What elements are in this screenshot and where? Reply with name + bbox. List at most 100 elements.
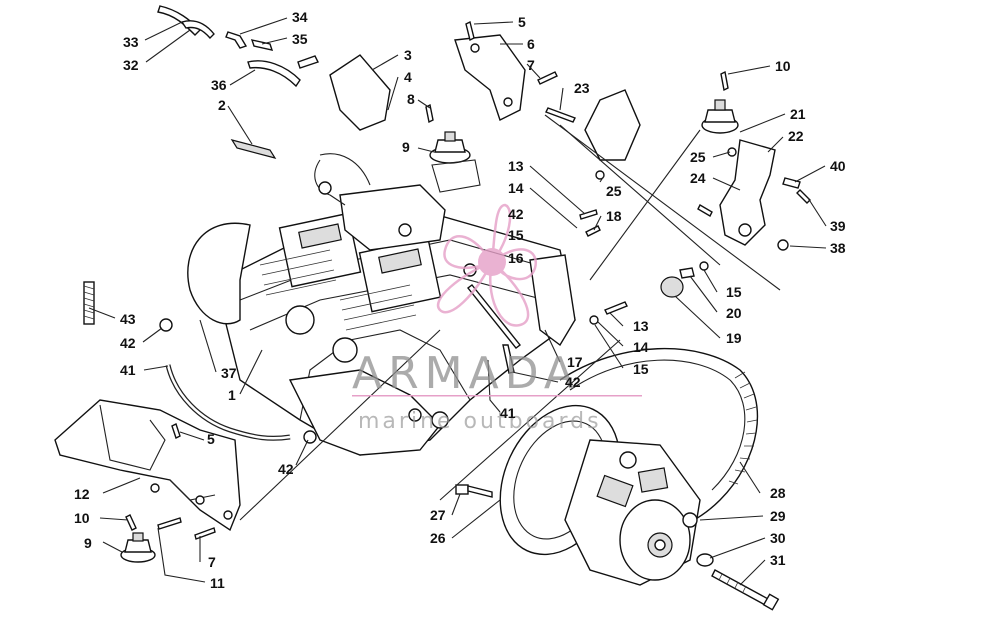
callout-label: 36	[211, 77, 227, 93]
callout-label: 13	[508, 158, 524, 174]
callout-label: 34	[292, 9, 308, 25]
callout-label: 9	[84, 535, 92, 551]
front-mount-plate	[54, 399, 241, 532]
callout-label: 39	[830, 218, 846, 234]
nut-38	[777, 239, 789, 251]
callout-label: 37	[221, 365, 237, 381]
callout-label: 16	[508, 250, 524, 266]
callout-label: 42	[508, 206, 524, 222]
callout-label: 22	[788, 128, 804, 144]
callout-label: 43	[120, 311, 136, 327]
bolt-7-upper	[537, 71, 558, 85]
callout-label: 25	[690, 149, 706, 165]
callout-label: 15	[633, 361, 649, 377]
bolt-10-lower	[125, 514, 137, 531]
watermark-tagline: marine outboards	[358, 409, 602, 434]
callout-label: 21	[790, 106, 806, 122]
callout-label: 14	[633, 339, 649, 355]
callout-label: 25	[606, 183, 622, 199]
callout-label: 40	[830, 158, 846, 174]
upper-bracket-6	[454, 34, 526, 121]
callout-label: 3	[404, 47, 412, 63]
bolt-10-upper	[720, 70, 729, 92]
bushing-19	[660, 261, 709, 298]
callout-label: 13	[633, 318, 649, 334]
watermark-rule	[352, 395, 642, 397]
callout-label: 15	[508, 227, 524, 243]
bolt-5-lower	[171, 423, 181, 439]
callout-label: 4	[404, 69, 412, 85]
callout-label: 5	[518, 14, 526, 30]
nut-25-mid	[595, 170, 605, 180]
callout-label: 24	[690, 170, 706, 186]
bolt-5-upper	[465, 20, 475, 42]
bolt-18	[585, 225, 601, 237]
callout-label: 19	[726, 330, 742, 346]
callout-label: 23	[574, 80, 590, 96]
spring-43	[83, 281, 95, 325]
callout-labels: 33 32 34 35 36 2 3 4 8 9 5 6 7 23 10 21 …	[74, 9, 846, 591]
hoses	[157, 5, 319, 88]
watermark-logo	[436, 203, 538, 327]
bolt-7-lower	[194, 527, 216, 540]
bolt-31	[711, 569, 780, 611]
nut-25-upper	[727, 147, 737, 157]
watermark-brand: ARMADA	[352, 348, 580, 399]
gasket-2	[230, 139, 277, 159]
bolt-11	[157, 517, 182, 530]
callout-label: 27	[430, 507, 446, 523]
rubber-mount-lower	[120, 532, 156, 563]
callout-label: 31	[770, 552, 786, 568]
washer-30	[696, 553, 714, 567]
bolt-13-lower	[604, 301, 628, 315]
callout-label: 10	[74, 510, 90, 526]
bolt-23	[545, 107, 576, 123]
clamp-42-left	[159, 318, 173, 332]
bolt-24	[697, 204, 713, 217]
callout-label: 14	[508, 180, 524, 196]
clamp-42-lower	[303, 430, 317, 444]
rod-center	[467, 284, 521, 349]
clip-40	[782, 177, 801, 189]
callout-label: 6	[527, 36, 535, 52]
callout-label: 41	[500, 405, 516, 421]
bolt-13-upper	[579, 209, 598, 220]
callout-label: 5	[207, 431, 215, 447]
callout-label: 30	[770, 530, 786, 546]
callout-label: 8	[407, 91, 415, 107]
callout-label: 42	[278, 461, 294, 477]
flywheel-cover	[187, 222, 251, 325]
bolt-27	[455, 484, 493, 498]
callout-label: 2	[218, 97, 226, 113]
callout-label: 33	[123, 34, 139, 50]
drive-clutch-assembly	[499, 347, 759, 586]
callout-label: 32	[123, 57, 139, 73]
callout-label: 9	[402, 139, 410, 155]
bolt-39	[796, 189, 811, 204]
callout-label: 20	[726, 305, 742, 321]
washer-15-lower	[589, 315, 599, 325]
callout-label: 7	[527, 57, 535, 73]
callout-label: 42	[565, 374, 581, 390]
callout-label: 42	[120, 335, 136, 351]
rear-bracket-assembly	[584, 89, 776, 246]
callout-label: 12	[74, 486, 90, 502]
hose-41-left-inner	[166, 364, 291, 440]
bracket-3	[329, 54, 391, 131]
leader-lines	[88, 17, 827, 586]
callout-label: 7	[208, 554, 216, 570]
callout-label: 41	[120, 362, 136, 378]
callout-label: 1	[228, 387, 236, 403]
callout-label: 26	[430, 530, 446, 546]
callout-label: 15	[726, 284, 742, 300]
callout-label: 18	[606, 208, 622, 224]
callout-label: 35	[292, 31, 308, 47]
callout-label: 28	[770, 485, 786, 501]
callout-label: 10	[775, 58, 791, 74]
callout-label: 38	[830, 240, 846, 256]
bracket-17	[529, 254, 576, 347]
rubber-mount-upper	[429, 131, 481, 193]
callout-label: 17	[567, 354, 583, 370]
